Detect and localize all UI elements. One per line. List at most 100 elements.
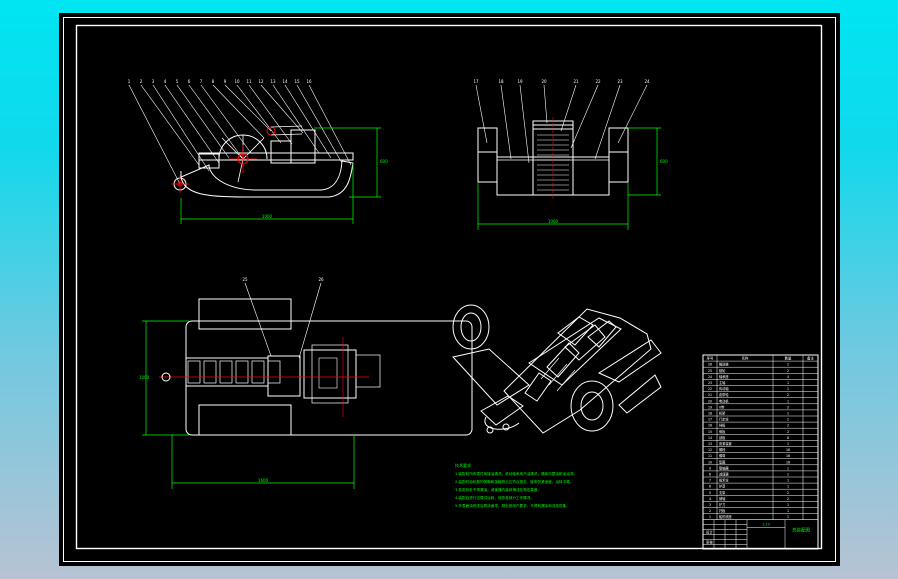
bom-cell: 21 <box>708 393 712 397</box>
balloon-6: 6 <box>188 79 191 84</box>
bom-cell: 2 <box>787 418 789 422</box>
bom-cell: 皮带轮 <box>719 392 729 397</box>
bom-cell: 24 <box>708 375 712 379</box>
bom-cell: 螺母 <box>719 453 725 458</box>
technical-notes: 技术要求 1.装配前所有零件用煤油清洗，滚动轴承用汽油清洗，箱体内壁涂耐油油漆。… <box>455 462 577 508</box>
note-line: 3.各密封处不得漏油，减速器内装润滑油至规定高度。 <box>455 487 541 492</box>
bom-cell: 1 <box>787 503 789 507</box>
hull-outline <box>180 160 354 198</box>
bom-cell: 10 <box>708 460 712 464</box>
bom-cell: 18 <box>708 412 712 416</box>
bom-cell: 链轮 <box>719 368 726 373</box>
balloon-19: 19 <box>517 79 523 84</box>
bom-cell: 22 <box>708 387 712 391</box>
note-line: 4.装配后进行空载试运转，检查各部分工作情况。 <box>455 495 534 500</box>
balloon-8: 8 <box>212 79 215 84</box>
bom-cell: 2 <box>787 393 789 397</box>
bom-cell: 拨禾轮 <box>719 478 729 483</box>
balloon-14: 14 <box>282 79 288 84</box>
bom-cell: 2 <box>787 424 789 428</box>
bom-cell: 护罩 <box>719 484 725 489</box>
bom-cell: 20 <box>708 399 712 403</box>
balloon-4: 4 <box>164 79 167 84</box>
bom-header: 备注 <box>807 356 814 361</box>
bom-cell: 8 <box>787 436 789 440</box>
balloon-7: 7 <box>200 79 203 84</box>
balloon-13: 13 <box>270 79 276 84</box>
bom-header: 数量 <box>785 356 792 361</box>
bom-cell: 1 <box>787 473 789 477</box>
bom-cell: 4 <box>787 375 789 379</box>
conveyor-top <box>185 357 269 387</box>
bom-cell: 17 <box>708 418 712 422</box>
bom-cell: 电动机 <box>719 398 729 403</box>
bom-cell: 1 <box>787 381 789 385</box>
balloon-21: 21 <box>573 79 579 84</box>
balloon-26: 26 <box>318 277 324 282</box>
bom-cell: 16 <box>786 448 790 452</box>
balloon-11: 11 <box>246 79 252 84</box>
balloon-25: 25 <box>242 277 248 282</box>
bom-cell: 支架 <box>719 490 726 495</box>
bom-cell: 25 <box>708 369 712 373</box>
bom-cell: 行走轮 <box>719 417 729 422</box>
bom-cell: 4 <box>709 497 711 501</box>
balloon-1: 1 <box>128 79 131 84</box>
bom-cell: 1 <box>787 399 789 403</box>
balloon-9: 9 <box>224 79 227 84</box>
bom-cell: 12 <box>708 448 712 452</box>
bom-cell: 托板 <box>719 508 726 513</box>
bom-cell: 联轴器 <box>719 465 729 470</box>
bom-cell: 船形底座 <box>719 514 733 519</box>
note-line: 5.外表面涂底漆后再涂面漆，颜色按用户要求，不得有漏涂和流挂现象。 <box>455 503 570 508</box>
bom-cell: 减速器 <box>719 472 729 477</box>
bom-cell: 1 <box>787 442 789 446</box>
bom-cell: 2 <box>787 405 789 409</box>
balloon-23: 23 <box>617 79 623 84</box>
bom-cell: 1 <box>787 363 789 367</box>
balloon-3: 3 <box>152 79 155 84</box>
top-outline <box>185 320 473 436</box>
balloon-15: 15 <box>294 79 300 84</box>
balloon-10: 10 <box>234 79 240 84</box>
notes-title: 技术要求 <box>455 462 471 468</box>
note-line: 2.装配时齿轮副的侧隙和接触斑点应符合规定，链条张紧适度，运转平稳。 <box>455 479 573 484</box>
bom-cell: 26 <box>708 363 712 367</box>
bom-cell: 输送链 <box>719 362 729 367</box>
bom-cell: 刮板 <box>719 435 726 440</box>
bom-cell: 机架 <box>719 411 726 416</box>
bom-cell: 9 <box>709 466 711 470</box>
bom-cell: 13 <box>708 442 712 446</box>
front-width-dimension: 1000 <box>262 214 273 219</box>
bom-cell: 传动轴 <box>719 386 729 391</box>
outer-border <box>63 17 836 562</box>
isometric-assembly-icon <box>452 304 662 434</box>
bom-cell: 2 <box>709 509 711 513</box>
balloon-12: 12 <box>258 79 264 84</box>
bom-cell: 8 <box>709 473 711 477</box>
bom-cell: 1 <box>787 466 789 470</box>
bom-cell: 1 <box>787 387 789 391</box>
bom-cell: 1 <box>787 479 789 483</box>
balloon-20: 20 <box>541 79 547 84</box>
top-height-dimension: 1000 <box>139 375 150 380</box>
bom-cell: 螺栓 <box>719 447 726 452</box>
top-view: 1600 1000 25 26 <box>139 277 473 489</box>
bom-cell: 16 <box>786 454 790 458</box>
bom-cell: 7 <box>709 479 711 483</box>
balloon-5: 5 <box>176 79 179 84</box>
bom-cell: 2 <box>787 369 789 373</box>
inner-frame <box>75 24 823 550</box>
bom-cell: 垫圈 <box>719 459 725 464</box>
bom-cell: 1 <box>787 515 789 519</box>
bom-cell: 2 <box>787 491 789 495</box>
title-block-name: 总装配图 <box>792 527 810 534</box>
bom-cell: 挡板 <box>719 423 726 428</box>
bom-cell: 销轴 <box>719 496 725 501</box>
top-width-dimension: 1600 <box>258 478 269 483</box>
bom-cell: 14 <box>708 436 712 440</box>
bom-cell: 2 <box>787 430 789 434</box>
